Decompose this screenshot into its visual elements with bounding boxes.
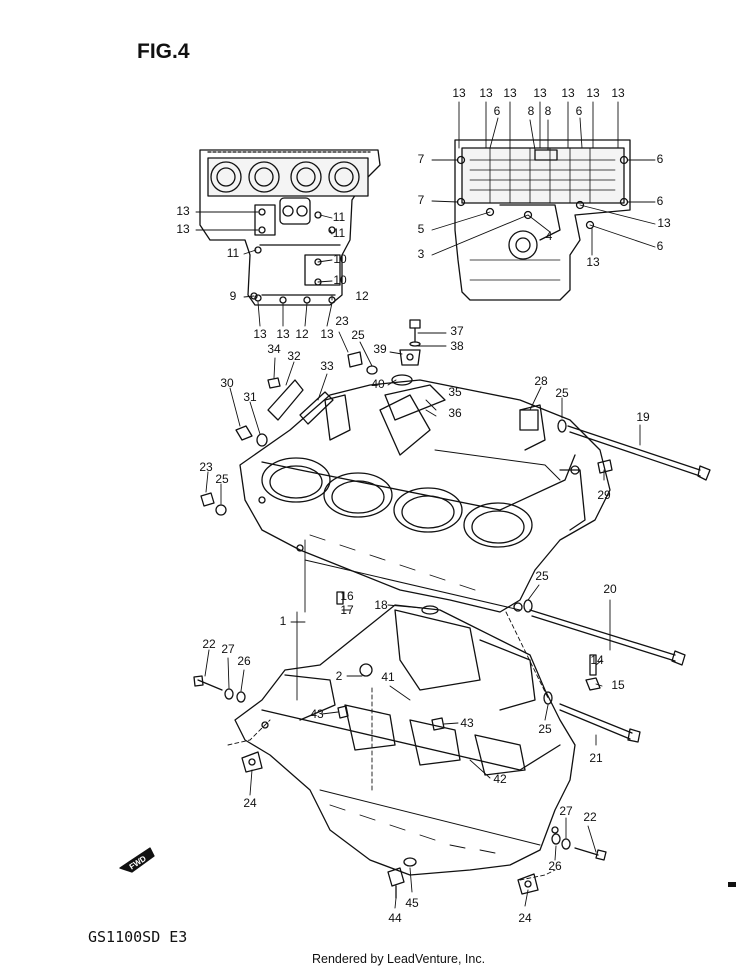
callout-13: 13	[479, 86, 493, 100]
callout-26: 26	[548, 859, 562, 873]
callout-44: 44	[388, 911, 402, 925]
callout-27: 27	[559, 804, 573, 818]
upper-crankcase	[239, 379, 611, 613]
callout-23: 23	[199, 460, 213, 474]
callout-20: 20	[603, 582, 617, 596]
callout-12: 12	[355, 289, 369, 303]
callout-4: 4	[546, 229, 553, 243]
callout-11: 11	[333, 226, 346, 240]
callout-40: 40	[371, 377, 385, 391]
callout-31: 31	[243, 390, 257, 404]
callout-8: 8	[545, 104, 552, 118]
callout-39: 39	[373, 342, 387, 356]
callout-41: 41	[381, 670, 395, 684]
inset1-leader-lines	[195, 211, 333, 327]
callout-24: 24	[243, 796, 257, 810]
callout-6: 6	[494, 104, 501, 118]
callout-35: 35	[448, 385, 462, 399]
callout-6: 6	[657, 194, 664, 208]
callout-13: 13	[253, 327, 267, 341]
callout-27: 27	[221, 642, 235, 656]
callout-45: 45	[405, 896, 419, 910]
callout-5: 5	[418, 222, 425, 236]
callout-19: 19	[636, 410, 650, 424]
callout-43: 43	[310, 707, 324, 721]
callout-8: 8	[528, 104, 535, 118]
callout-22: 22	[583, 810, 597, 824]
callout-10: 10	[333, 273, 347, 287]
render-credit: Rendered by LeadVenture, Inc.	[312, 952, 486, 966]
callout-13: 13	[586, 86, 600, 100]
callout-13: 13	[586, 255, 600, 269]
callout-29: 29	[597, 488, 611, 502]
callout-13: 13	[276, 327, 290, 341]
callout-38: 38	[450, 339, 464, 353]
callout-24: 24	[518, 911, 532, 925]
callout-25: 25	[538, 722, 552, 736]
callout-17: 17	[340, 603, 354, 617]
callout-25: 25	[535, 569, 549, 583]
callout-36: 36	[448, 406, 462, 420]
lower-crankcase-inset	[454, 139, 631, 301]
upper-crankcase-inset	[199, 149, 381, 306]
callout-11: 11	[333, 210, 346, 224]
main-leader-lines	[204, 331, 641, 909]
model-code: GS1100SD E3	[88, 928, 188, 946]
callout-13: 13	[503, 86, 517, 100]
callout-33: 33	[320, 359, 334, 373]
callout-22: 22	[202, 637, 216, 651]
callout-16: 16	[340, 589, 354, 603]
small-parts	[193, 319, 711, 899]
callout-10: 10	[333, 252, 347, 266]
callout-1: 1	[280, 614, 287, 628]
callout-13: 13	[611, 86, 625, 100]
callout-26: 26	[237, 654, 251, 668]
callout-25: 25	[351, 328, 365, 342]
callout-6: 6	[576, 104, 583, 118]
callout-2: 2	[336, 669, 343, 683]
edge-mark	[728, 882, 736, 887]
callout-9: 9	[230, 289, 237, 303]
callout-12: 12	[295, 327, 309, 341]
inset2-leader-lines	[431, 101, 656, 256]
callout-18: 18	[374, 598, 388, 612]
lower-crankcase	[234, 604, 576, 876]
callout-13: 13	[452, 86, 466, 100]
callout-25: 25	[215, 472, 229, 486]
callout-37: 37	[450, 324, 464, 338]
callout-13: 13	[176, 222, 190, 236]
callout-13: 13	[657, 216, 671, 230]
callout-34: 34	[267, 342, 281, 356]
callout-25: 25	[555, 386, 569, 400]
callout-28: 28	[534, 374, 548, 388]
callout-6: 6	[657, 152, 664, 166]
callout-30: 30	[220, 376, 234, 390]
callout-32: 32	[287, 349, 301, 363]
forward-arrow-icon: FWD	[119, 847, 155, 873]
callout-15: 15	[611, 678, 625, 692]
callout-42: 42	[493, 772, 507, 786]
callout-13: 13	[320, 327, 334, 341]
callout-23: 23	[335, 314, 349, 328]
callout-7: 7	[418, 193, 425, 207]
callout-3: 3	[418, 247, 425, 261]
callout-6: 6	[657, 239, 664, 253]
callout-11: 11	[227, 246, 240, 260]
callout-13: 13	[533, 86, 547, 100]
callout-14: 14	[590, 653, 604, 667]
callout-43: 43	[460, 716, 474, 730]
callout-13: 13	[176, 204, 190, 218]
callout-13: 13	[561, 86, 575, 100]
callout-7: 7	[418, 152, 425, 166]
callout-21: 21	[589, 751, 603, 765]
figure-title: FIG.4	[137, 40, 190, 63]
